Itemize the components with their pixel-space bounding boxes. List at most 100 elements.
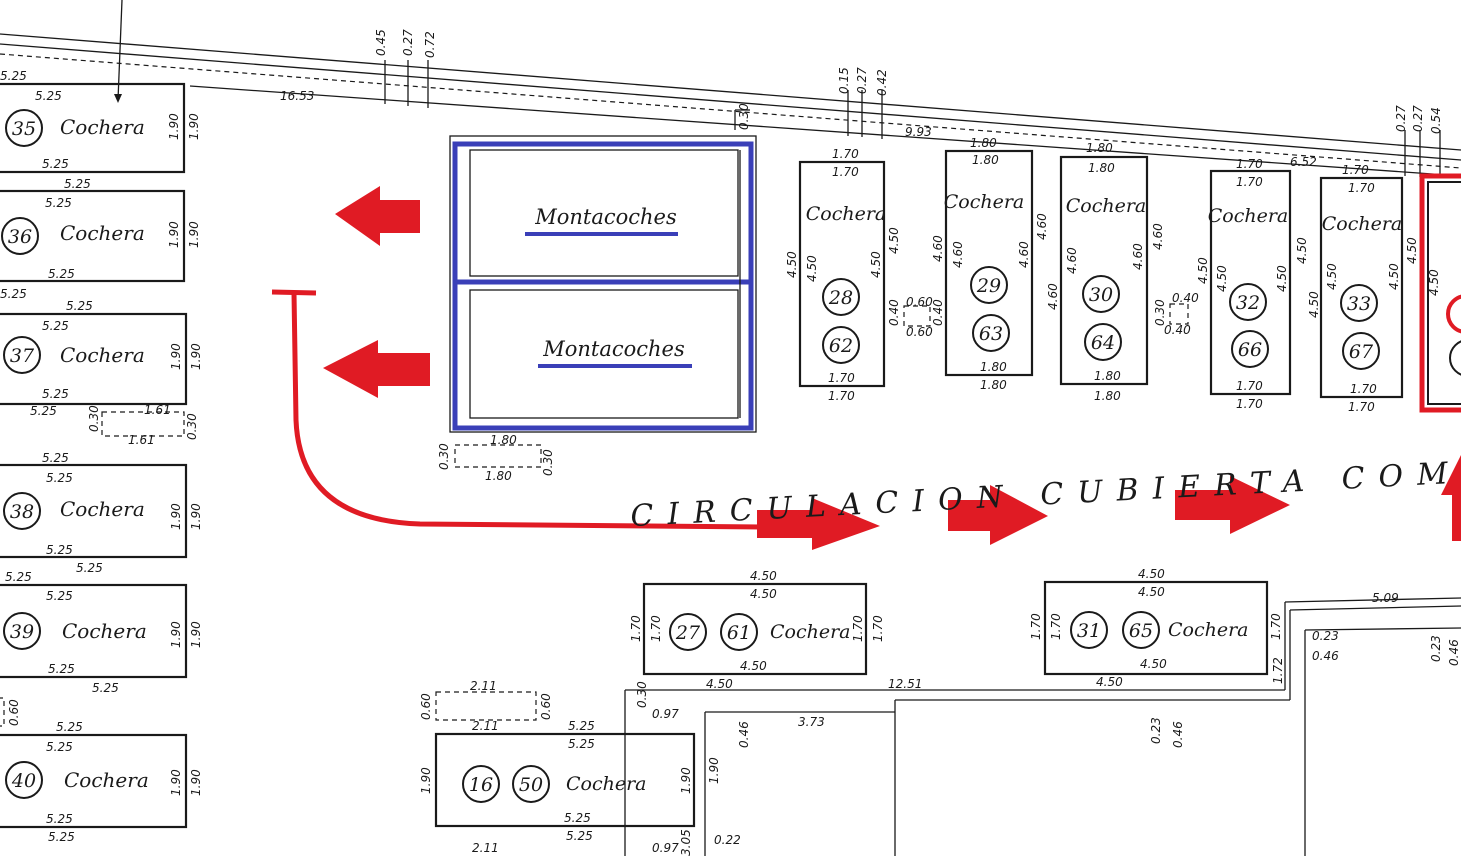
- svg-text:1.90: 1.90: [187, 221, 201, 248]
- svg-text:5.25: 5.25: [48, 662, 75, 676]
- svg-text:5.25: 5.25: [46, 543, 73, 557]
- svg-text:0.27: 0.27: [401, 29, 415, 56]
- svg-text:16.53: 16.53: [280, 89, 314, 103]
- svg-text:1.80: 1.80: [1088, 161, 1115, 175]
- svg-text:0.27: 0.27: [1394, 105, 1408, 132]
- svg-text:4.50: 4.50: [1387, 263, 1401, 290]
- svg-text:0.40: 0.40: [931, 299, 945, 326]
- stall-highlighted-partial: 4.50: [1419, 173, 1461, 413]
- svg-text:0.30: 0.30: [185, 413, 199, 440]
- svg-text:Cochera: Cochera: [944, 191, 1025, 213]
- svg-text:5.25: 5.25: [5, 570, 32, 584]
- svg-text:0.45: 0.45: [374, 29, 388, 56]
- svg-text:5.25: 5.25: [0, 287, 27, 301]
- svg-text:1.80: 1.80: [1094, 389, 1121, 403]
- svg-text:1.70: 1.70: [1029, 613, 1043, 640]
- stall-33-67: Cochera 33 67 1.70 1.70 1.70 1.70 4.50 4…: [1307, 163, 1419, 414]
- svg-text:0.60: 0.60: [539, 693, 553, 720]
- svg-text:1.90: 1.90: [169, 769, 183, 796]
- svg-text:0.30: 0.30: [737, 103, 751, 130]
- svg-text:Cochera: Cochera: [1066, 195, 1147, 217]
- svg-text:1.70: 1.70: [1350, 382, 1377, 396]
- svg-text:4.50: 4.50: [750, 587, 777, 601]
- svg-text:1.90: 1.90: [189, 769, 203, 796]
- svg-text:1.61: 1.61: [144, 403, 171, 417]
- svg-text:5.25: 5.25: [566, 829, 593, 843]
- svg-text:5.25: 5.25: [42, 157, 69, 171]
- svg-text:4.50: 4.50: [1275, 265, 1289, 292]
- svg-text:0.42: 0.42: [875, 69, 889, 96]
- svg-text:0.23: 0.23: [1312, 629, 1339, 643]
- svg-text:1.70: 1.70: [1342, 163, 1369, 177]
- car-lift-label-1: Montacoches: [534, 205, 677, 229]
- svg-text:1.70: 1.70: [1236, 157, 1263, 171]
- svg-text:5.25: 5.25: [46, 471, 73, 485]
- stall-28-62: Cochera 28 62 1.70 1.70 1.70 1.70 4.50 4…: [785, 147, 901, 403]
- svg-text:0.22: 0.22: [714, 833, 741, 847]
- stall-27-61: 27 61 Cochera 4.50 4.50 4.50 4.50 1.70 1…: [629, 569, 885, 691]
- svg-text:Cochera: Cochera: [566, 773, 647, 795]
- svg-text:4.50: 4.50: [1138, 585, 1165, 599]
- svg-text:1.90: 1.90: [419, 767, 433, 794]
- column-marker-left: 1.61 1.61 0.30 0.30: [87, 403, 199, 447]
- space-number-29: 29: [976, 275, 1001, 297]
- red-route-curve: [271, 289, 771, 530]
- space-number-65: 65: [1129, 620, 1153, 642]
- svg-text:5.25: 5.25: [568, 719, 595, 733]
- svg-text:5.25: 5.25: [46, 589, 73, 603]
- svg-text:5.25: 5.25: [0, 69, 27, 83]
- svg-text:4.60: 4.60: [1017, 241, 1031, 268]
- svg-text:1.70: 1.70: [1236, 379, 1263, 393]
- svg-text:1.90: 1.90: [167, 113, 181, 140]
- svg-text:0.60: 0.60: [906, 295, 933, 309]
- svg-text:Cochera: Cochera: [64, 768, 149, 792]
- stall-38: 38 Cochera 5.25 5.25 5.25 1.90 1.90 5.25…: [0, 451, 203, 584]
- svg-text:4.50: 4.50: [1215, 265, 1229, 292]
- svg-text:0.15: 0.15: [837, 67, 851, 94]
- svg-text:4.50: 4.50: [1295, 237, 1309, 264]
- svg-text:6.52: 6.52: [1290, 155, 1317, 169]
- svg-text:1.90: 1.90: [189, 621, 203, 648]
- svg-text:Cochera: Cochera: [770, 621, 851, 643]
- stall-label: Cochera: [60, 115, 145, 139]
- svg-text:0.23: 0.23: [1429, 635, 1443, 662]
- space-number-39: 39: [10, 621, 34, 643]
- svg-text:4.50: 4.50: [1096, 675, 1123, 689]
- svg-text:1.61: 1.61: [128, 433, 155, 447]
- svg-text:3.05: 3.05: [679, 829, 693, 856]
- svg-text:4.60: 4.60: [931, 235, 945, 262]
- space-number-40: 40: [11, 770, 36, 792]
- svg-text:1.80: 1.80: [1086, 141, 1113, 155]
- car-lift-outline: [452, 141, 754, 431]
- svg-text:1.70: 1.70: [1348, 181, 1375, 195]
- red-arrow-right-2: [948, 485, 1048, 545]
- stall-31-65: 31 65 Cochera 4.50 4.50 4.50 4.50 1.70 1…: [1029, 567, 1283, 689]
- stall-37: 37 Cochera 5.25 5.25 5.25 5.25 1.90 1.90…: [0, 287, 203, 418]
- svg-text:9.93: 9.93: [905, 125, 932, 139]
- space-number-32: 32: [1236, 292, 1260, 314]
- svg-text:1.90: 1.90: [167, 221, 181, 248]
- svg-text:4.50: 4.50: [1325, 263, 1339, 290]
- svg-text:1.70: 1.70: [1236, 175, 1263, 189]
- svg-text:5.25: 5.25: [35, 89, 62, 103]
- svg-text:1.70: 1.70: [1269, 613, 1283, 640]
- svg-text:0.46: 0.46: [1171, 721, 1185, 748]
- red-arrow-up: [1441, 455, 1461, 541]
- svg-text:4.50: 4.50: [750, 569, 777, 583]
- svg-text:4.50: 4.50: [869, 251, 883, 278]
- red-arrow-right-1: [757, 498, 880, 550]
- car-lift-label-2: Montacoches: [542, 337, 685, 361]
- svg-text:5.25: 5.25: [46, 740, 73, 754]
- stall-40: 40 Cochera 5.25 5.25 5.25 5.25 1.90 1.90: [0, 720, 203, 844]
- svg-text:Cochera: Cochera: [1322, 213, 1403, 235]
- svg-text:2.11: 2.11: [470, 679, 497, 693]
- svg-text:5.25: 5.25: [42, 387, 69, 401]
- svg-text:1.90: 1.90: [189, 503, 203, 530]
- svg-text:0.60: 0.60: [7, 699, 21, 726]
- svg-text:Cochera: Cochera: [806, 203, 887, 225]
- svg-text:1.70: 1.70: [1348, 400, 1375, 414]
- stall-16-50: 16 50 Cochera 5.25 5.25 5.25 5.25 1.90 1…: [419, 719, 721, 843]
- svg-text:5.25: 5.25: [30, 404, 57, 418]
- svg-text:1.80: 1.80: [972, 153, 999, 167]
- space-number-27: 27: [675, 622, 701, 644]
